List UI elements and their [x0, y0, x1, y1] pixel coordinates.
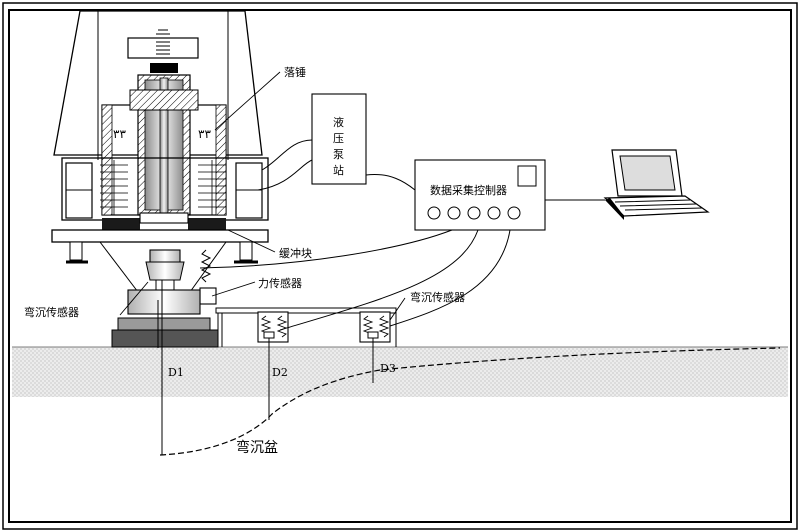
label-drop-hammer: 落锤 — [284, 65, 306, 79]
inner-frame — [8, 9, 792, 523]
label-force-sensor: 力传感器 — [258, 277, 302, 290]
fwd-machine: ٣٣ ٣٣ — [51, 10, 269, 455]
svg-text:٣٣: ٣٣ — [198, 127, 211, 141]
soil-layer — [12, 347, 788, 397]
deflection-basin-curve — [159, 347, 781, 456]
label-pump-3: 泵 — [333, 148, 344, 161]
laptop-icon — [603, 149, 710, 220]
label-deflection-sensor-left: 弯沉传感器 — [24, 305, 79, 319]
label-deflection-basin: 弯沉盆 — [236, 439, 278, 456]
label-pump-2: 压 — [333, 132, 344, 145]
label-daq: 数据采集控制器 — [430, 183, 507, 197]
cables — [199, 139, 605, 331]
leader-lines — [119, 71, 406, 321]
label-buffer-block: 缓冲块 — [279, 246, 312, 260]
label-pump-1: 液 — [333, 115, 344, 129]
label-d1: D1 — [168, 366, 184, 379]
hydraulic-pump-box — [311, 93, 367, 185]
svg-text:٣٣: ٣٣ — [113, 127, 126, 141]
label-deflection-sensor-right: 弯沉传感器 — [410, 290, 465, 304]
daq-controller — [414, 159, 546, 231]
label-d3: D3 — [380, 362, 396, 375]
label-pump-4: 站 — [333, 163, 344, 177]
label-d2: D2 — [272, 366, 288, 379]
sensor-beam — [215, 307, 397, 420]
